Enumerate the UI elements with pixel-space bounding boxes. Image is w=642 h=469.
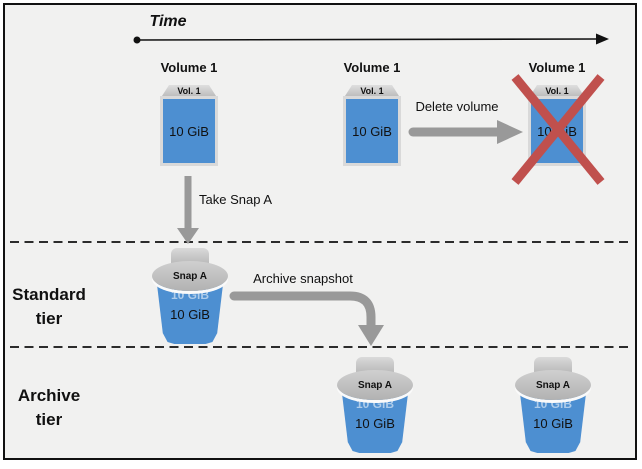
volume-3-title: Volume 1 (528, 60, 586, 75)
snapshot-archive-2-icon: 10 GiB 10 GiB Snap A (515, 357, 591, 454)
volume-tab: Vol. 1 (162, 85, 216, 96)
standard-tier-label: Standard tier (4, 283, 94, 331)
archive-tier-label-line1: Archive (17, 386, 81, 405)
volume-1-icon: Vol. 1 10 GiB (160, 85, 218, 166)
snapshot-name-label: Snap A (337, 370, 413, 400)
archive-tier-label-line2: tier (35, 410, 63, 429)
bucket-ghost-size: 10 GiB (355, 397, 394, 411)
standard-tier-label-line1: Standard (12, 285, 86, 304)
delete-volume-label: Delete volume (415, 99, 499, 114)
snapshot-archive-1-icon: 10 GiB 10 GiB Snap A (337, 357, 413, 454)
volume-tab: Vol. 1 (530, 85, 584, 96)
bucket-ghost-size: 10 GiB (170, 288, 209, 302)
snapshot-size-label: 10 GiB (355, 416, 395, 431)
volume-2-title: Volume 1 (343, 60, 401, 75)
volume-1-title: Volume 1 (160, 60, 218, 75)
archive-tier-label: Archive tier (4, 384, 94, 432)
volume-size-label: 10 GiB (528, 96, 586, 166)
volume-size-label: 10 GiB (343, 96, 401, 166)
time-axis-label: Time (149, 13, 187, 30)
snapshot-standard-icon: 10 GiB 10 GiB Snap A (152, 248, 228, 345)
archive-snapshot-label: Archive snapshot (253, 271, 353, 286)
snapshot-size-label: 10 GiB (533, 416, 573, 431)
volume-2-icon: Vol. 1 10 GiB (343, 85, 401, 166)
standard-tier-label-line2: tier (35, 309, 63, 328)
snapshot-name-label: Snap A (152, 261, 228, 291)
volume-tab: Vol. 1 (345, 85, 399, 96)
volume-size-label: 10 GiB (160, 96, 218, 166)
take-snapshot-label: Take Snap A (199, 192, 272, 207)
snapshot-size-label: 10 GiB (170, 307, 210, 322)
bucket-ghost-size: 10 GiB (533, 397, 572, 411)
volume-3-icon: Vol. 1 10 GiB (528, 85, 586, 166)
snapshot-name-label: Snap A (515, 370, 591, 400)
